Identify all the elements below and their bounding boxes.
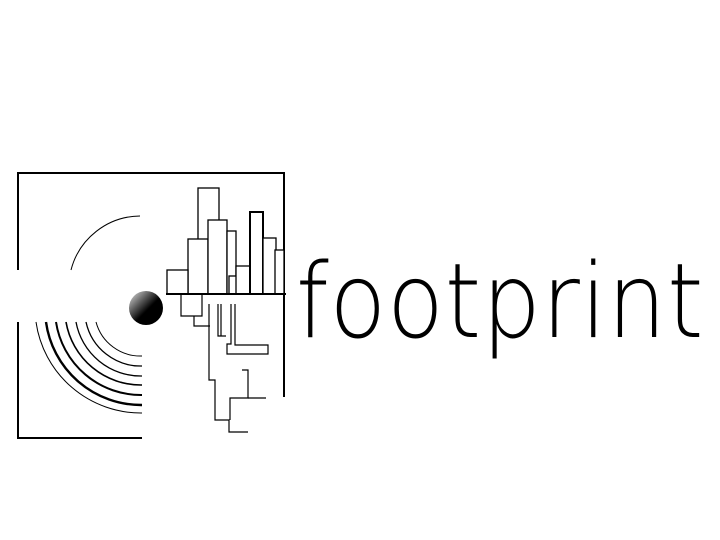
city-skyline-icon (166, 187, 286, 295)
brand-wordmark: footprint (296, 242, 705, 362)
floorplan-icon (180, 294, 269, 433)
gradient-dot-icon (129, 291, 163, 325)
sound-wave-arcs-icon (35, 215, 143, 414)
